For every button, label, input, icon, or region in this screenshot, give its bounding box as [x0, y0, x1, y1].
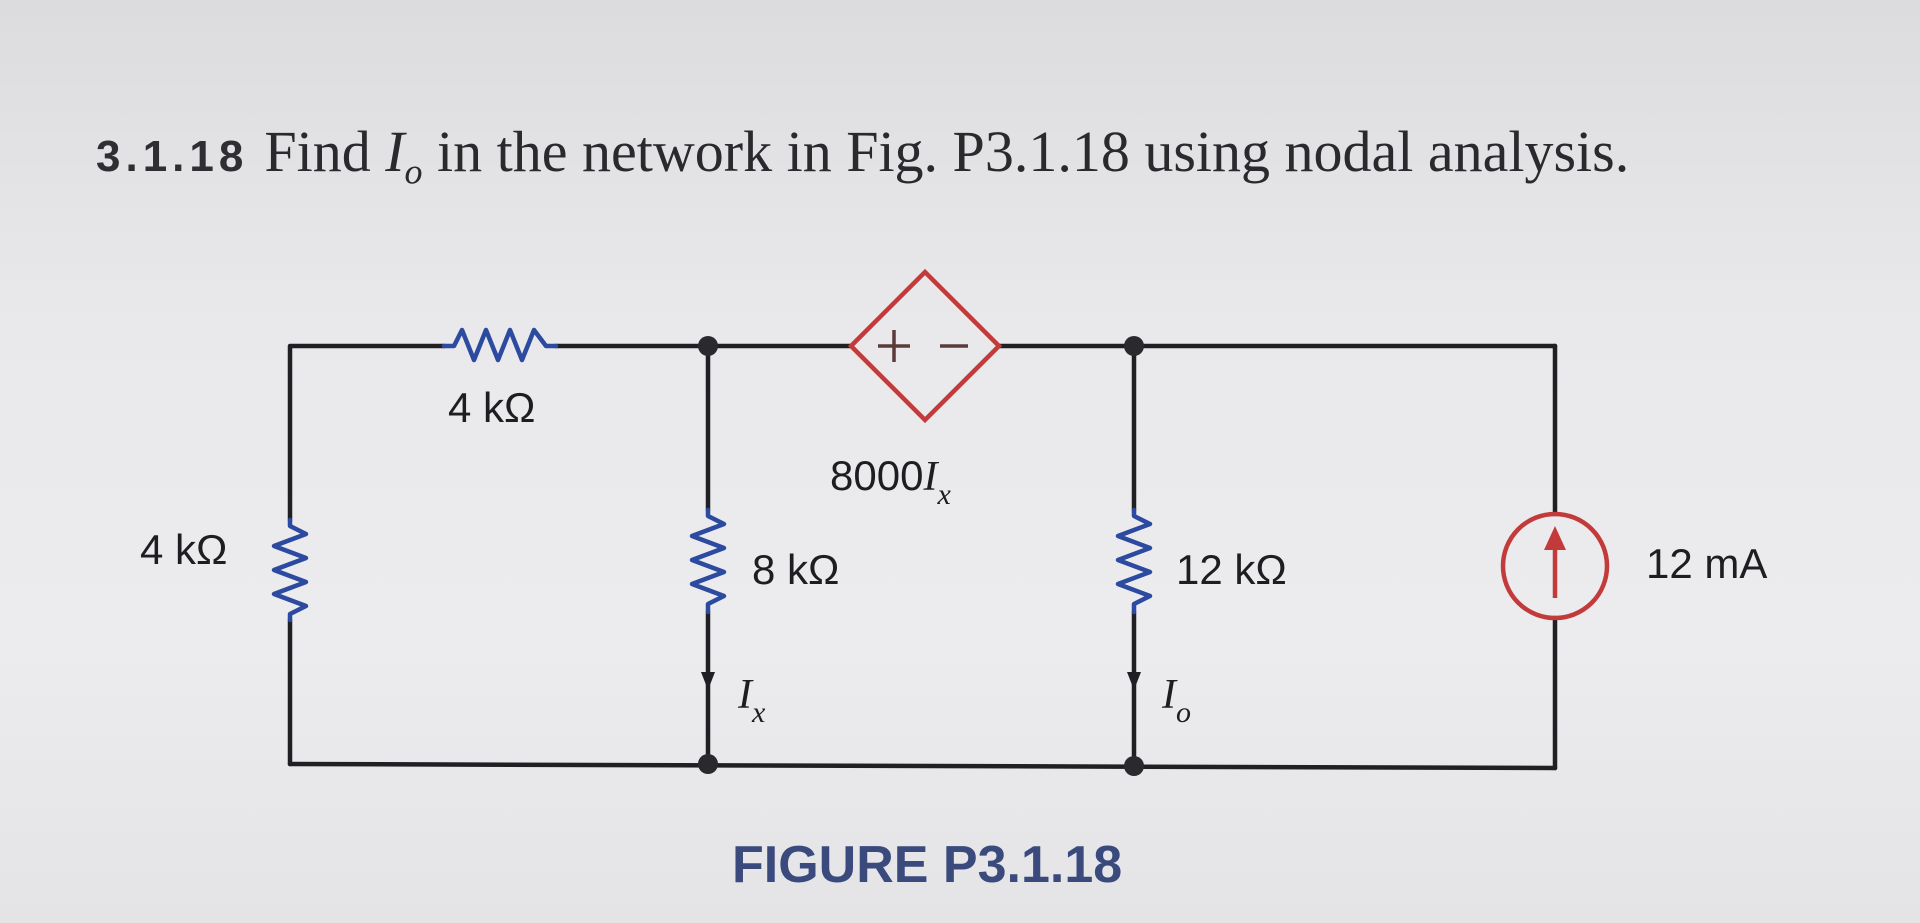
problem-var-main: I	[385, 119, 405, 184]
label-r-left: 4 kΩ	[140, 526, 227, 573]
resistor-top-left	[441, 327, 559, 363]
resistor-left	[271, 517, 309, 623]
dep-source-sub: x	[936, 478, 951, 511]
dep-source-coef: 8000	[830, 452, 923, 499]
resistor-right	[1115, 507, 1153, 615]
arrow-down-icon	[1127, 672, 1141, 690]
wire-bottom	[287, 761, 1558, 771]
wire-left-top	[287, 343, 447, 523]
figure-caption: FIGURE P3.1.18	[732, 836, 1122, 894]
arrow-up-icon	[1544, 526, 1566, 598]
node-dot	[698, 336, 718, 356]
io-sub: o	[1176, 696, 1191, 729]
label-current-ix: Ix	[737, 672, 766, 729]
io-main: I	[1161, 672, 1178, 718]
label-current-source: 12 mA	[1646, 540, 1767, 587]
label-r-right: 12 kΩ	[1176, 546, 1287, 593]
label-r-middle: 8 kΩ	[752, 546, 839, 593]
problem-text-after: in the network in Fig. P3.1.18 using nod…	[422, 119, 1630, 184]
label-dependent-source: 8000Ix	[830, 452, 951, 511]
problem-text-before: Find	[264, 119, 386, 184]
node-dot	[1124, 336, 1144, 356]
problem-statement: 3.1.18 Find Io in the network in Fig. P3.…	[96, 118, 1629, 193]
plus-icon	[878, 330, 910, 362]
problem-number: 3.1.18	[96, 132, 249, 181]
dep-source-var: I	[922, 454, 939, 500]
node-dot	[698, 754, 718, 774]
current-source	[1500, 511, 1610, 621]
problem-var-sub: o	[404, 151, 423, 192]
ix-main: I	[737, 672, 754, 718]
dependent-voltage-source	[847, 268, 1003, 424]
ix-sub: x	[751, 696, 766, 729]
label-current-io: Io	[1161, 672, 1191, 729]
node-dot	[1124, 756, 1144, 776]
resistor-middle	[689, 507, 727, 615]
label-r-top-left: 4 kΩ	[448, 384, 535, 431]
arrow-down-icon	[701, 672, 715, 690]
